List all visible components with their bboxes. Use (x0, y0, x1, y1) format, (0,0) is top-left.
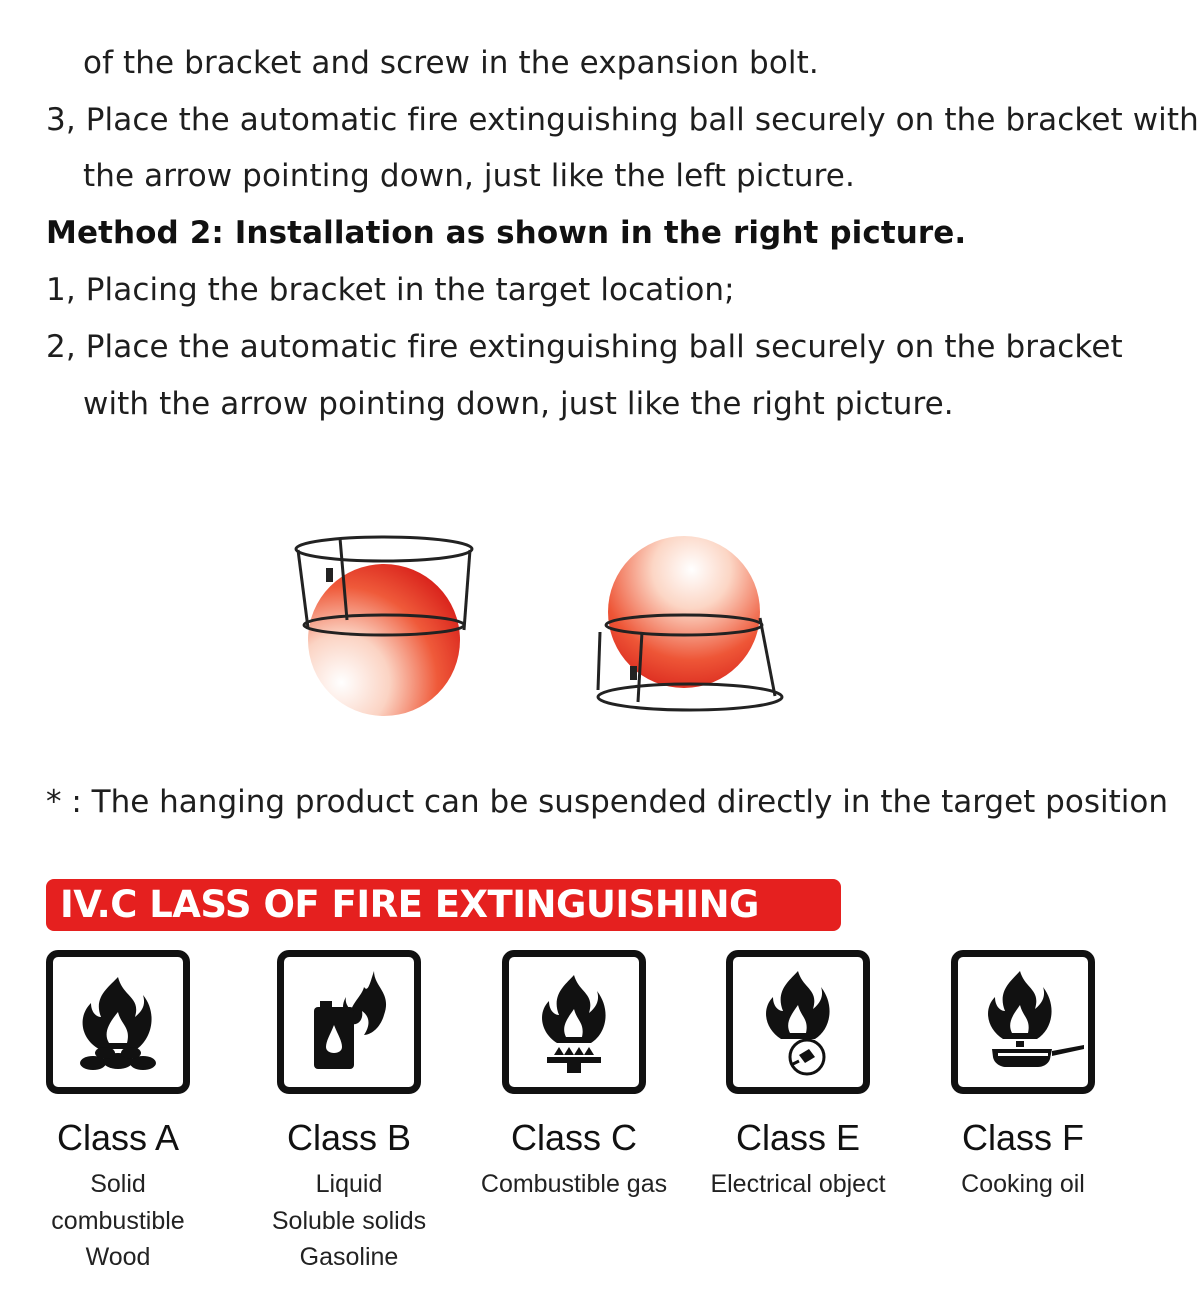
class-f-card: Class F Cooking oil (908, 950, 1138, 1203)
instruction-line: with the arrow pointing down, just like … (83, 386, 954, 422)
class-c-card: Class C Combustible gas (459, 950, 689, 1203)
class-description: Electrical object (710, 1170, 886, 1198)
standing-ball-icon (596, 536, 784, 712)
instruction-line: 1, Placing the bracket in the target loc… (46, 272, 735, 308)
class-description: Liquid Soluble solids Gasoline (271, 1170, 427, 1271)
hanging-ball-icon (294, 535, 474, 716)
class-e-card: Class E Electrical object (683, 950, 913, 1203)
method-heading: Method 2: Installation as shown in the r… (46, 215, 967, 251)
class-description: Combustible gas (480, 1170, 668, 1198)
class-name: Class F (961, 1117, 1084, 1158)
class-description: Solid combustible Wood (51, 1170, 185, 1271)
section-title: IV.C LASS OF FIRE EXTINGUISHING (60, 883, 759, 926)
instruction-line: of the bracket and screw in the expansio… (83, 45, 819, 81)
class-name: Class E (735, 1117, 861, 1158)
class-name: Class A (56, 1117, 180, 1158)
section-banner: IV.C LASS OF FIRE EXTINGUISHING (46, 879, 841, 931)
fire-wood-icon (46, 950, 190, 1094)
fire-electrical-icon (726, 950, 870, 1094)
fire-liquid-icon (277, 950, 421, 1094)
class-description: Cooking oil (961, 1170, 1085, 1198)
class-a-card: Class A Solid combustible Wood (3, 950, 233, 1276)
instruction-line: 3, Place the automatic fire extinguishin… (46, 102, 1199, 138)
fire-gas-icon (502, 950, 646, 1094)
class-b-card: Class B Liquid Soluble solids Gasoline (234, 950, 464, 1276)
class-name: Class B (286, 1117, 412, 1158)
instruction-line: 2, Place the automatic fire extinguishin… (46, 329, 1123, 365)
hanging-note: * : The hanging product can be suspended… (46, 784, 1168, 820)
instruction-line: the arrow pointing down, just like the l… (83, 158, 855, 194)
class-name: Class C (510, 1117, 638, 1158)
fire-cooking-oil-icon (951, 950, 1095, 1094)
installation-illustration (280, 520, 800, 730)
